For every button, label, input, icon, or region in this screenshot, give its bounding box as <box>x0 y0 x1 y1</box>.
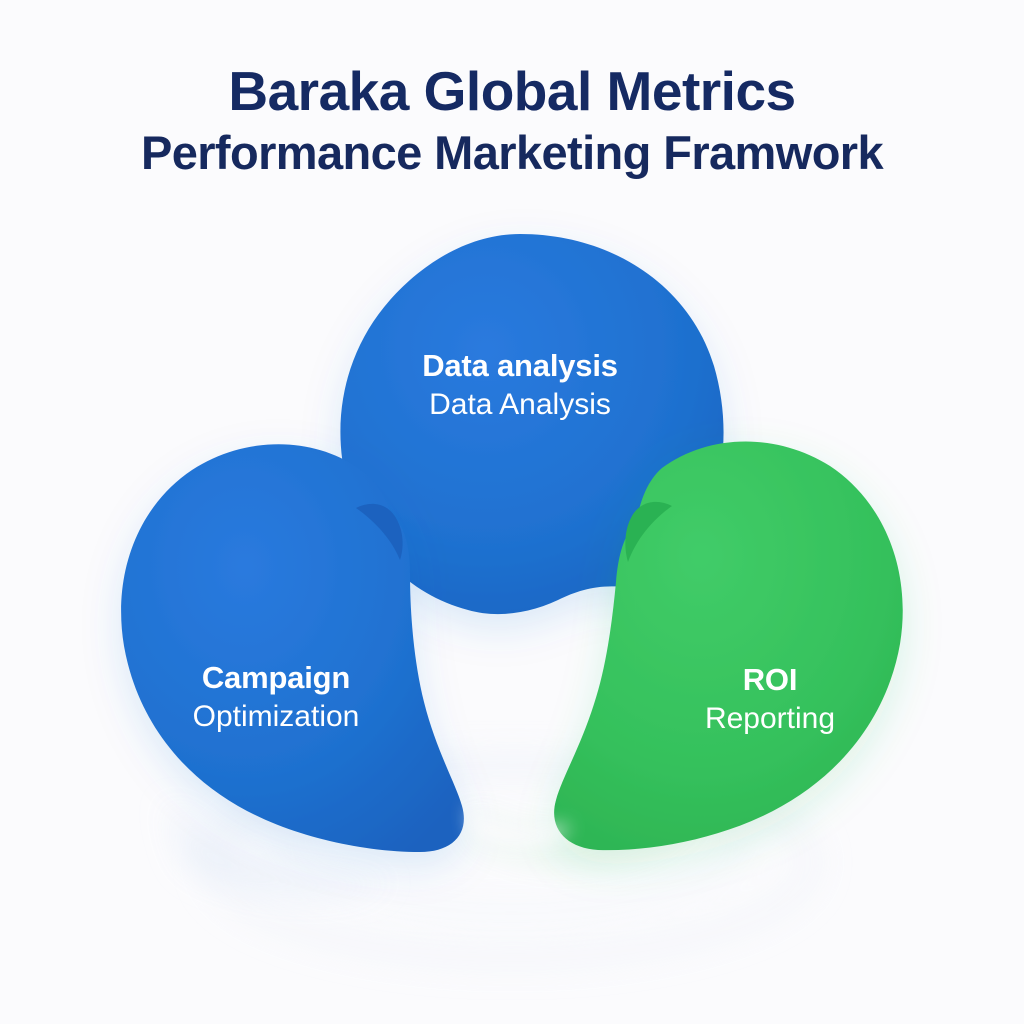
campaign-petal-tail <box>356 503 403 560</box>
node-label-campaign-optimization[interactable]: Campaign Optimization <box>118 660 434 734</box>
ghost-shadow-bottom-center <box>470 812 706 862</box>
data-analysis-primary-label: Data analysis <box>422 348 618 383</box>
roi-primary-label: ROI <box>742 662 798 697</box>
ghost-shadow-bottom-left <box>168 800 392 896</box>
halo-ring-inner <box>274 758 750 918</box>
petal-separator-bottom <box>468 806 570 847</box>
roi-petal-body[interactable] <box>554 441 903 851</box>
roi-secondary-label: Reporting <box>704 701 836 735</box>
data-analysis-secondary-label: Data Analysis <box>429 387 611 421</box>
node-label-data-analysis[interactable]: Data analysis Data Analysis <box>362 348 678 422</box>
node-label-roi-reporting[interactable]: ROI Reporting <box>612 662 928 736</box>
campaign-secondary-label: Optimization <box>192 699 360 733</box>
data-analysis-petal-body[interactable] <box>340 234 724 620</box>
campaign-primary-label: Campaign <box>201 660 351 695</box>
node-roi-reporting-shape[interactable] <box>554 441 903 851</box>
campaign-petal-body[interactable] <box>121 444 464 852</box>
node-campaign-optimization-shape[interactable] <box>121 444 471 864</box>
roi-petal-tail <box>625 501 672 562</box>
